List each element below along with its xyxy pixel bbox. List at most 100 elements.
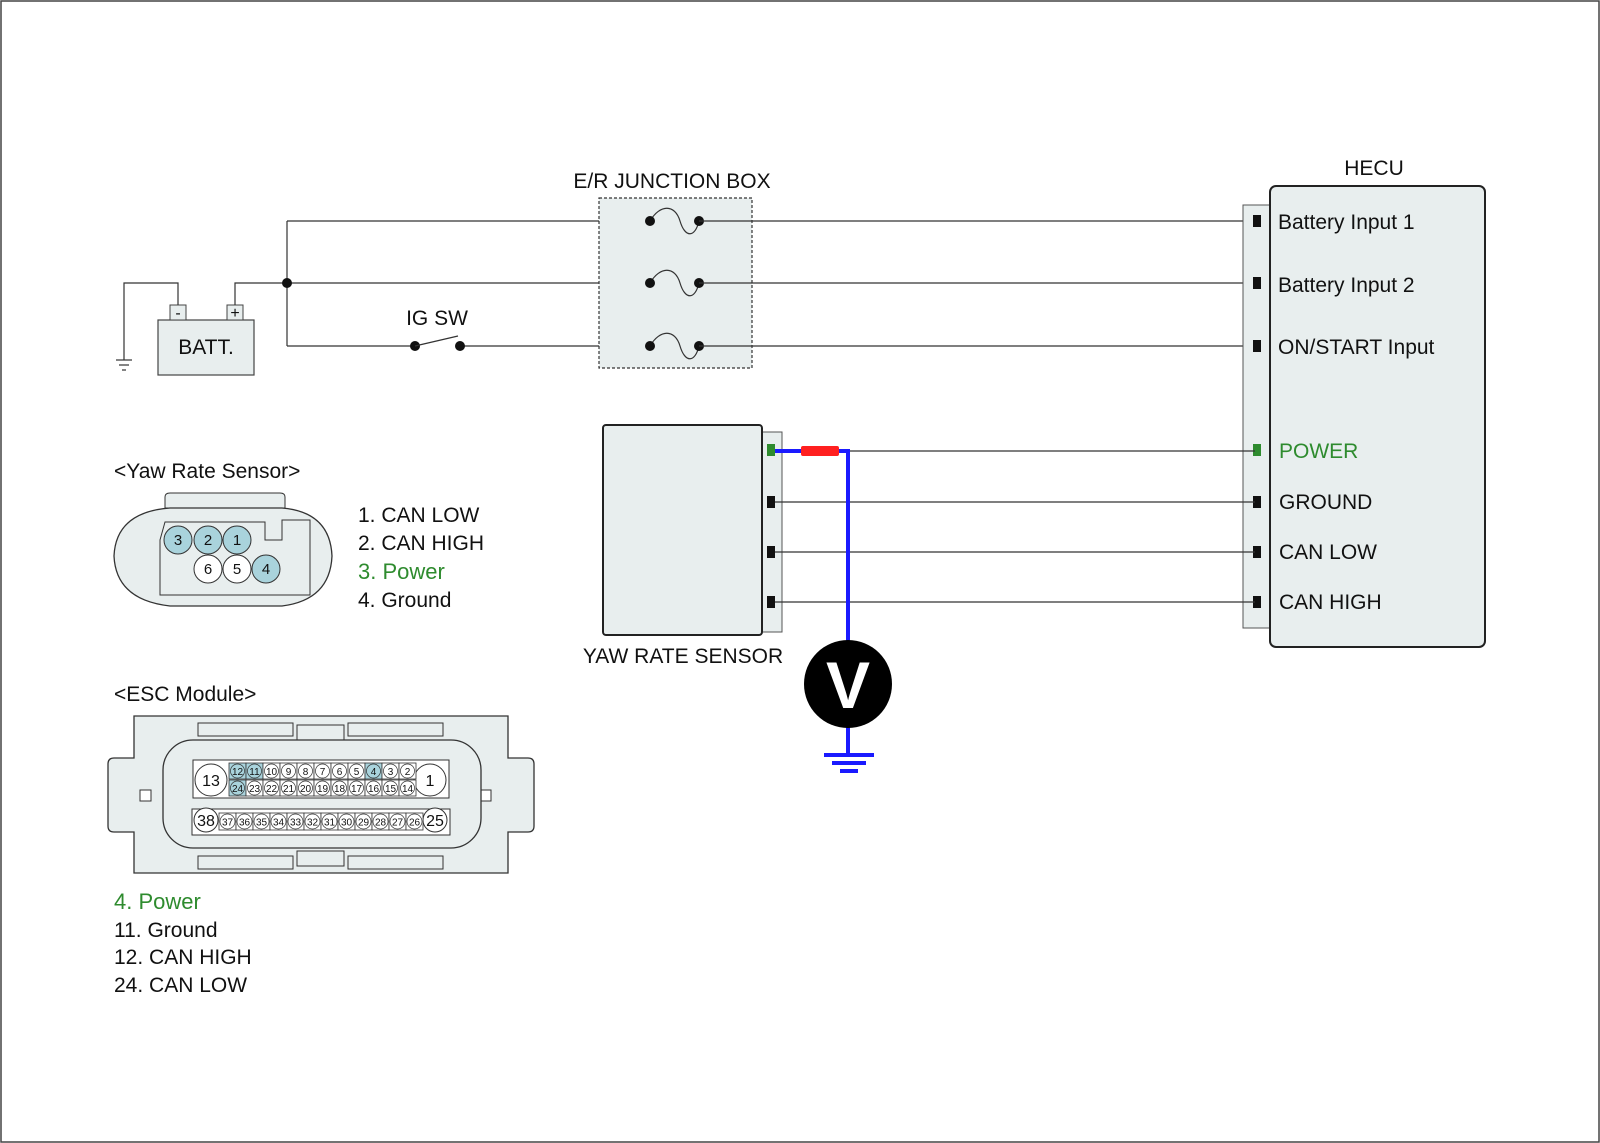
ignition-switch: IG SW	[406, 307, 468, 351]
esc-pin-number: 22	[266, 784, 278, 795]
esc-pin-socket	[230, 763, 245, 779]
esc-pin-socket	[349, 780, 364, 796]
hecu-pin-can-low: CAN LOW	[1279, 541, 1377, 564]
hecu-pin-ground: GROUND	[1279, 491, 1372, 514]
hecu-pin-markers	[1253, 215, 1261, 608]
hecu-pin-battery-input-2: Battery Input 2	[1278, 274, 1415, 297]
esc-pin-number: 6	[337, 767, 343, 778]
esc-pin-number: 37	[222, 818, 234, 829]
esc-pin-number: 29	[358, 818, 370, 829]
hecu-pin-battery-input-1: Battery Input 1	[1278, 211, 1415, 234]
esc-pin-number: 24	[232, 784, 244, 795]
esc-pin-number: 8	[303, 767, 309, 778]
esc-legend-item: 24. CAN LOW	[114, 974, 247, 997]
sensor-hecu-wires	[775, 450, 1255, 603]
esc-pin-number: 23	[249, 784, 261, 795]
esc-pin-socket	[230, 780, 245, 796]
hecu-pin-labels: Battery Input 1 Battery Input 2 ON/START…	[1278, 211, 1435, 614]
yaw-pin-2: 2	[204, 532, 212, 549]
esc-pin-number: 33	[290, 818, 302, 829]
esc-pin-number: 9	[286, 767, 292, 778]
yaw-connector-legend: 1. CAN LOW 2. CAN HIGH 3. Power 4. Groun…	[358, 504, 484, 612]
yaw-legend-item: 2. CAN HIGH	[358, 532, 484, 555]
hecu-pin-power: POWER	[1279, 440, 1358, 463]
junction-dot	[282, 278, 292, 288]
esc-pin-number: 19	[317, 784, 329, 795]
esc-pin-number: 7	[320, 767, 326, 778]
battery-pos-label: +	[230, 305, 239, 322]
esc-pin-socket	[332, 780, 347, 796]
junction-box: E/R JUNCTION BOX	[573, 170, 771, 369]
esc-pin-socket	[349, 763, 364, 779]
yaw-legend-item: 4. Ground	[358, 589, 451, 612]
esc-pin-1: 1	[426, 773, 435, 790]
esc-pin-socket	[281, 780, 296, 796]
esc-pin-socket	[400, 763, 415, 779]
voltmeter: V	[804, 640, 892, 728]
esc-legend-item: 11. Ground	[114, 919, 218, 942]
esc-legend-item: 4. Power	[114, 889, 201, 914]
esc-pin-cell	[398, 779, 417, 797]
esc-pin-socket	[332, 763, 347, 779]
esc-pin-socket	[304, 813, 321, 830]
esc-pin-13: 13	[202, 773, 220, 790]
yaw-legend-item: 1. CAN LOW	[358, 504, 480, 527]
esc-pin-number: 28	[375, 818, 387, 829]
esc-pin-38: 38	[197, 813, 215, 830]
yaw-connector-title: <Yaw Rate Sensor>	[114, 460, 300, 483]
esc-pin-number: 17	[351, 784, 363, 795]
esc-pin-number: 5	[354, 767, 360, 778]
esc-pin-socket	[383, 780, 398, 796]
yaw-pin-markers	[767, 444, 775, 608]
esc-pin-socket	[298, 780, 313, 796]
yaw-pin-5: 5	[233, 561, 241, 578]
hecu-pin-can-high: CAN HIGH	[1279, 591, 1382, 614]
esc-pin-number: 2	[405, 767, 411, 778]
esc-pin-number: 11	[249, 767, 260, 778]
esc-pin-socket	[406, 813, 423, 830]
yaw-pin-1: 1	[233, 532, 241, 549]
esc-pin-number: 16	[368, 784, 380, 795]
esc-pin-socket	[383, 763, 398, 779]
hecu-label: HECU	[1344, 157, 1404, 180]
battery-label: BATT.	[178, 336, 234, 359]
hecu-supply-wires	[699, 220, 1255, 347]
esc-pin-number: 30	[341, 818, 353, 829]
esc-pin-socket	[366, 780, 381, 796]
esc-connector-legend: 4. Power 11. Ground 12. CAN HIGH 24. CAN…	[114, 889, 252, 997]
esc-pin-number: 18	[334, 784, 346, 795]
yaw-sensor-label: YAW RATE SENSOR	[583, 645, 783, 668]
esc-pin-socket	[219, 813, 236, 830]
esc-pin-number: 10	[266, 767, 278, 778]
esc-pin-number: 26	[409, 818, 421, 829]
esc-pin-number: 27	[392, 818, 404, 829]
esc-pin-socket	[366, 763, 381, 779]
esc-pin-socket	[298, 763, 313, 779]
esc-pin-number: 36	[239, 818, 251, 829]
esc-pin-socket	[400, 780, 415, 796]
esc-legend-item: 12. CAN HIGH	[114, 946, 252, 969]
ig-switch-label: IG SW	[406, 307, 468, 330]
esc-pin-number: 14	[402, 784, 414, 795]
voltmeter-probe	[775, 446, 874, 773]
battery: BATT. - +	[157, 304, 255, 376]
esc-pin-socket	[389, 813, 406, 830]
esc-pin-socket	[264, 780, 279, 796]
junction-box-label: E/R JUNCTION BOX	[573, 170, 770, 193]
esc-pin-number: 21	[283, 784, 295, 795]
esc-connector-title: <ESC Module>	[114, 683, 256, 706]
esc-pin-socket	[247, 780, 262, 796]
yaw-rate-sensor: YAW RATE SENSOR	[583, 424, 783, 668]
yaw-legend-item: 3. Power	[358, 559, 445, 584]
esc-pin-socket	[236, 813, 253, 830]
esc-pin-number: 31	[324, 818, 336, 829]
esc-pin-number: 4	[371, 767, 377, 778]
yaw-pin-3: 3	[174, 532, 182, 549]
esc-pin-number: 12	[232, 767, 244, 778]
